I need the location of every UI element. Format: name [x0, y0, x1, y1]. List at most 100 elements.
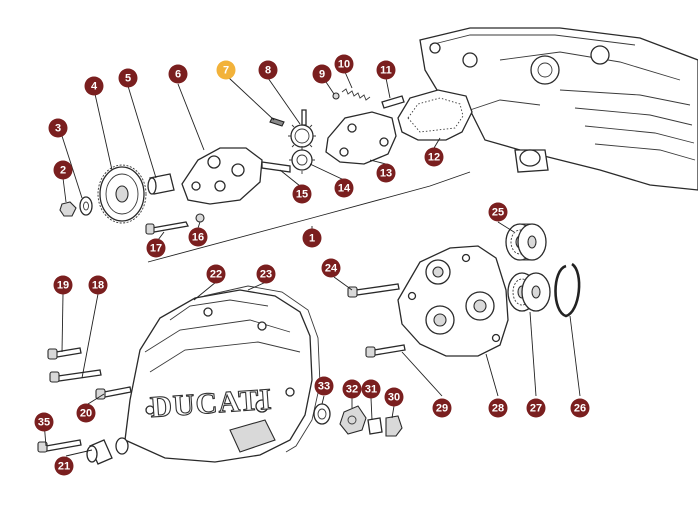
group-bracket-1 [147, 171, 471, 263]
shaft-15 [261, 161, 291, 173]
callout-badge [384, 387, 404, 407]
engine-crankcase [419, 27, 698, 191]
callout-4[interactable]: 4 [84, 76, 104, 96]
callout-2[interactable]: 2 [53, 160, 73, 180]
pump-gear-8 [288, 109, 316, 151]
nut-2 [59, 201, 77, 217]
callout-18[interactable]: 18 [88, 275, 108, 295]
plug-30 [385, 415, 403, 437]
callout-9[interactable]: 9 [312, 64, 332, 84]
callout-20[interactable]: 20 [76, 403, 96, 423]
callout-30[interactable]: 30 [384, 387, 404, 407]
callout-label: 5 [125, 73, 131, 85]
drive-gear-4 [97, 164, 147, 224]
bolt-35 [45, 439, 82, 452]
pump-gear-14 [289, 146, 315, 174]
callout-badge [334, 54, 354, 74]
callout-label: 20 [80, 408, 92, 420]
callout-label: 35 [38, 417, 50, 429]
callout-label: 14 [338, 183, 351, 195]
callout-1[interactable]: 1 [302, 228, 322, 248]
callout-badge [488, 398, 508, 418]
callout-31[interactable]: 31 [361, 379, 381, 399]
bearing-27 [507, 272, 551, 312]
callout-7[interactable]: 7 [216, 60, 236, 80]
callout-22[interactable]: 22 [206, 264, 226, 284]
fitting-31 [367, 417, 383, 435]
callout-16[interactable]: 16 [188, 227, 208, 247]
callout-3[interactable]: 3 [48, 118, 68, 138]
callout-14[interactable]: 14 [334, 178, 354, 198]
callout-badge [314, 376, 334, 396]
callout-badge [53, 275, 73, 295]
callout-badge [312, 64, 332, 84]
callout-label: 8 [265, 65, 271, 77]
callout-badge [216, 60, 236, 80]
callout-label: 11 [380, 65, 392, 77]
callout-label: 23 [260, 269, 272, 281]
circlip-26 [554, 262, 581, 318]
callout-label: 7 [223, 65, 229, 77]
callout-label: 12 [428, 152, 440, 164]
callout-badge [54, 456, 74, 476]
key-7 [269, 117, 285, 127]
callout-label: 3 [55, 123, 61, 135]
callout-27[interactable]: 27 [526, 398, 546, 418]
callout-badge [76, 403, 96, 423]
callout-label: 19 [57, 280, 69, 292]
callout-badge [88, 275, 108, 295]
callout-label: 15 [296, 189, 308, 201]
callout-15[interactable]: 15 [292, 184, 312, 204]
callout-label: 9 [319, 69, 325, 81]
callout-badge [376, 163, 396, 183]
callout-19[interactable]: 19 [53, 275, 73, 295]
callout-13[interactable]: 13 [376, 163, 396, 183]
callout-28[interactable]: 28 [488, 398, 508, 418]
callout-21[interactable]: 21 [54, 456, 74, 476]
callout-badge [118, 68, 138, 88]
callout-label: 2 [60, 165, 66, 177]
callout-label: 13 [380, 168, 392, 180]
callout-badge [256, 264, 276, 284]
callout-label: 31 [365, 384, 377, 396]
callout-label: 28 [492, 403, 504, 415]
callout-24[interactable]: 24 [321, 258, 341, 278]
callout-10[interactable]: 10 [334, 54, 354, 74]
bearing-housing-28 [397, 245, 509, 357]
screw-24 [355, 283, 400, 296]
callout-badge [488, 202, 508, 222]
callout-12[interactable]: 12 [424, 147, 444, 167]
callout-35[interactable]: 35 [34, 412, 54, 432]
callout-badge [292, 184, 312, 204]
callout-23[interactable]: 23 [256, 264, 276, 284]
callout-label: 21 [58, 461, 70, 473]
washer-3 [79, 196, 93, 216]
bearing-25 [505, 223, 547, 261]
callout-6[interactable]: 6 [168, 64, 188, 84]
gasket-23 [203, 285, 321, 453]
callout-label: 10 [338, 59, 350, 71]
callout-8[interactable]: 8 [258, 60, 278, 80]
callout-29[interactable]: 29 [432, 398, 452, 418]
callout-badge [48, 118, 68, 138]
callout-11[interactable]: 11 [376, 60, 396, 80]
callout-badge [424, 147, 444, 167]
callout-17[interactable]: 17 [146, 238, 166, 258]
callout-label: 30 [388, 392, 400, 404]
callout-33[interactable]: 33 [314, 376, 334, 396]
gasket-12 [397, 89, 473, 141]
callout-label: 1 [309, 233, 315, 245]
callout-label: 17 [150, 243, 162, 255]
stud-11 [381, 95, 405, 109]
callout-5[interactable]: 5 [118, 68, 138, 88]
callout-26[interactable]: 26 [570, 398, 590, 418]
ball-9 [332, 92, 340, 100]
pump-body-6 [181, 147, 263, 205]
callout-32[interactable]: 32 [342, 379, 362, 399]
callout-25[interactable]: 25 [488, 202, 508, 222]
callout-badge [206, 264, 226, 284]
callout-badge [258, 60, 278, 80]
washer-16 [195, 213, 205, 223]
callout-badge [432, 398, 452, 418]
